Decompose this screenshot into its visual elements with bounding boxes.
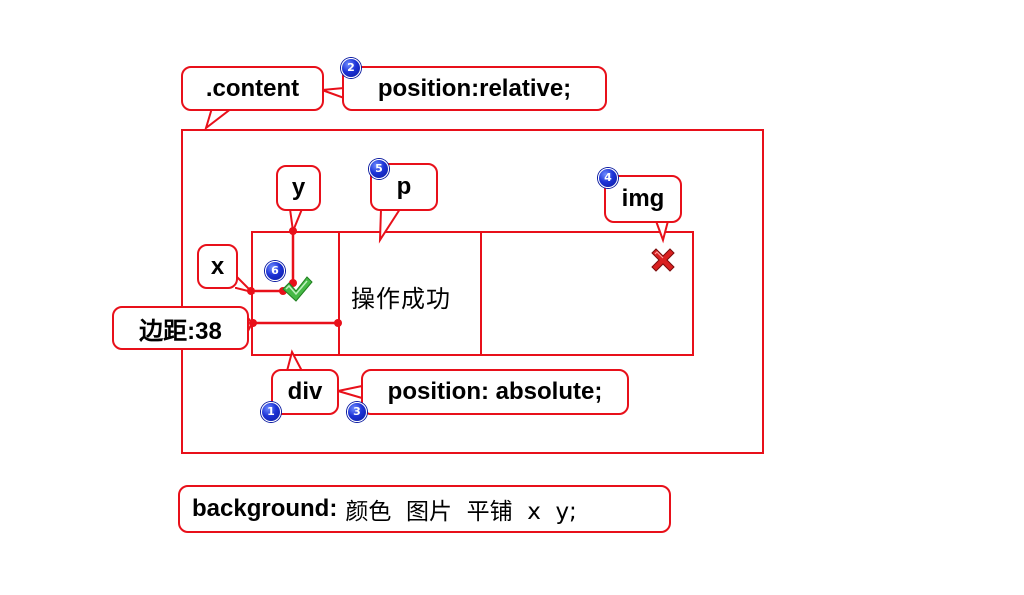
img-label: img [604,175,682,223]
img-pointer [654,220,670,244]
position-absolute-text: position: absolute; [387,378,603,405]
p-label-text: p [396,173,412,200]
content-label: .content [181,66,324,111]
position-relative-label: position:relative; [342,66,607,111]
badge-5: 5 [369,159,389,179]
relative-pointer [321,86,345,100]
position-relative-text: position:relative; [377,74,572,102]
absolute-pointer [337,384,363,400]
success-text: 操作成功 [351,285,451,313]
p-pointer [378,208,402,244]
background-rest: 颜色 图片 平铺 x y; [345,499,577,525]
badge-2: 2 [341,58,361,78]
div-label: div [271,369,339,415]
y-label: y [276,165,321,211]
badge-6: 6 [265,261,285,281]
background-note: background: 颜色 图片 平铺 x y; [178,485,671,533]
background-keyword: background: [192,495,338,522]
badge-4: 4 [598,168,618,188]
margin-label-text: 边距:38 [139,317,222,345]
position-absolute-label: position: absolute; [361,369,629,415]
div-label-text: div [287,378,323,405]
margin-label: 边距:38 [112,306,249,350]
badge-3: 3 [347,402,367,422]
content-container [181,129,764,454]
check-icon [282,276,313,302]
badge-1: 1 [261,402,281,422]
x-label-text: x [210,252,225,280]
close-icon [651,248,675,272]
img-label-text: img [621,185,665,212]
y-label-text: y [291,174,306,201]
img-box [480,231,694,356]
x-label: x [197,244,238,289]
content-pointer [204,107,235,131]
content-label-text: .content [205,74,300,102]
